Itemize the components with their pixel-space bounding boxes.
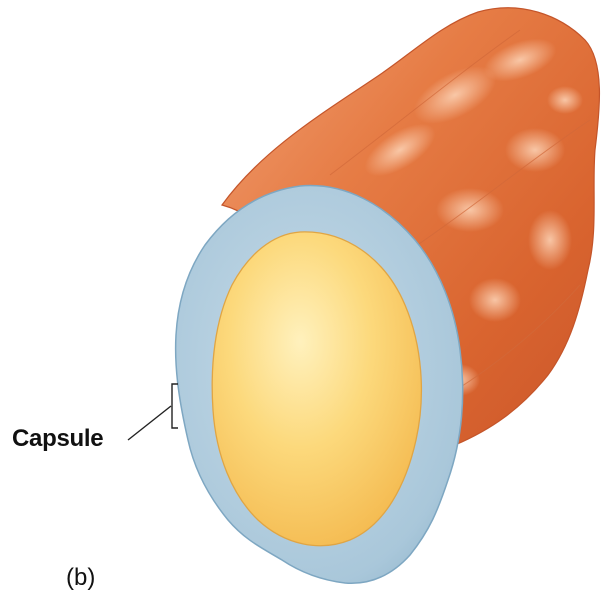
inner-core xyxy=(212,232,421,546)
capsule-leader-line xyxy=(128,406,171,440)
panel-label: (b) xyxy=(66,564,95,591)
capsule-label: Capsule xyxy=(12,425,103,452)
capsule-bracket xyxy=(172,384,178,428)
